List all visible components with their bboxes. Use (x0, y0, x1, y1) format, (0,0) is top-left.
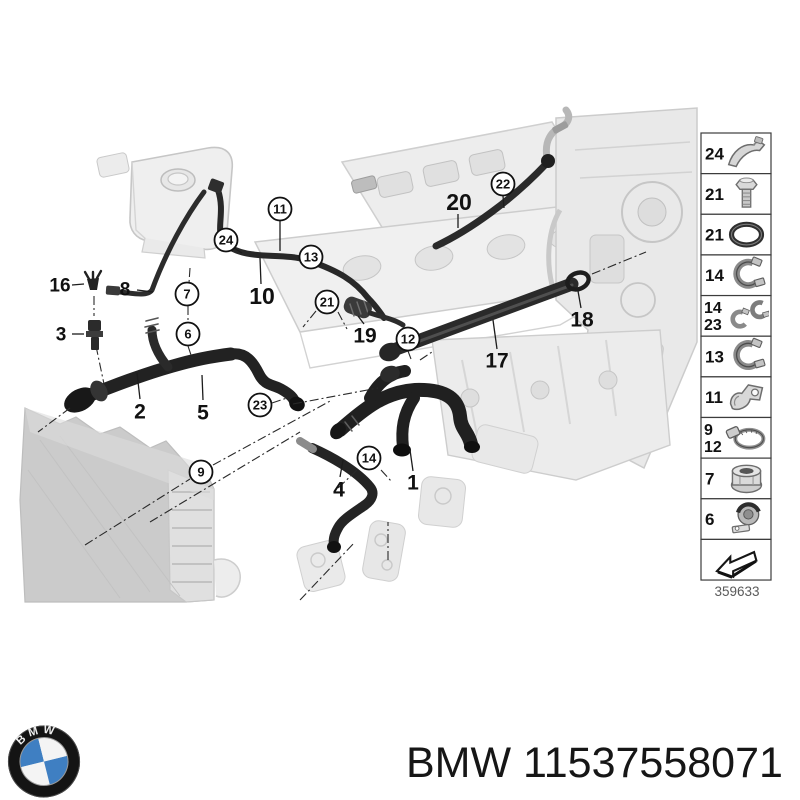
callout-circled-23: 23 (247, 392, 273, 418)
legend-row-21: 21 (700, 173, 772, 215)
callout-circled-24: 24 (213, 227, 239, 253)
legend-number: 14 (705, 266, 724, 285)
hose-4-path (307, 443, 378, 551)
legend-row-7: 7 (700, 457, 772, 500)
hose-2-path (81, 347, 238, 403)
callout-circled-12: 12 (395, 326, 421, 352)
callout-circled-11: 11 (267, 196, 293, 222)
legend-row-6: 6 (700, 498, 772, 541)
callout-label: 22 (496, 177, 510, 192)
legend-row-21: 21 (700, 213, 772, 256)
callout-17: 17 (485, 349, 508, 372)
legend-number: 21 (705, 226, 724, 245)
callout-label: 9 (197, 465, 204, 480)
callout-circled-9: 9 (188, 459, 214, 485)
vent-hose-8-path (117, 189, 207, 297)
hose-2-branch-path (147, 325, 173, 372)
legend-number: 12 (704, 439, 722, 456)
callout-19: 19 (353, 324, 376, 347)
vent-pipe-10-path (215, 187, 371, 301)
legend-row-13: 13 (700, 335, 772, 378)
lower-head-shape (431, 329, 671, 481)
callout-circled-13: 13 (298, 244, 324, 270)
callout-16: 16 (49, 276, 70, 297)
legend-row-direction-arrow (700, 538, 772, 581)
legend-row-24: 24 (700, 132, 772, 175)
legend-number: 7 (705, 469, 714, 488)
callout-5: 5 (197, 401, 209, 424)
callout-label: 14 (362, 451, 377, 466)
callout-label: 24 (219, 233, 234, 248)
callout-circled-6: 6 (175, 321, 201, 347)
callout-circled-7: 7 (174, 281, 200, 307)
callout-18: 18 (570, 308, 594, 331)
callout-circled-14: 14 (356, 445, 382, 471)
leader-lines (71, 195, 582, 478)
callout-20: 20 (446, 189, 472, 215)
thermostat-shape (296, 424, 539, 592)
legend-number: 6 (705, 510, 714, 529)
callout-label: 23 (253, 398, 267, 413)
callout-2: 2 (134, 400, 146, 423)
hose-5-path (225, 348, 301, 409)
legend-number: 14 (704, 300, 722, 317)
legend-number: 9 (704, 422, 713, 439)
callout-1: 1 (407, 471, 419, 494)
sensor-3-shape (86, 320, 103, 350)
callout-label: 21 (320, 295, 334, 310)
callout-label: 6 (184, 327, 191, 342)
expansion-tank-shape (96, 146, 234, 259)
callout-3: 3 (56, 325, 67, 346)
legend-row-11: 11 (700, 376, 772, 419)
faded-engine-art (19, 106, 698, 603)
callout-4: 4 (333, 478, 345, 501)
o-ring-18-shape (565, 270, 591, 292)
part-number-text: BMW 11537558071 (406, 739, 783, 787)
legend-number: 21 (705, 185, 724, 204)
hose-art (64, 154, 591, 553)
callout-8: 8 (120, 280, 131, 301)
legend-row-9-12: 912 (700, 416, 772, 459)
sensor-16-shape (83, 269, 103, 290)
legend-number: 23 (704, 317, 722, 334)
clamp-22-shape (552, 121, 569, 134)
construction-lines (37, 251, 647, 601)
bmw-logo: BMW (6, 720, 82, 800)
callout-layer: 24 11 13 7 6 21 12 22 23 9 14 16 8 3 2 5 10 19 17 18 20 4 1 (49, 171, 594, 501)
nut-icon (730, 464, 763, 494)
callout-circled-22: 22 (490, 171, 516, 197)
callout-circled-21: 21 (314, 289, 340, 315)
radiator-shape (19, 407, 241, 603)
hose-1-group (330, 365, 480, 457)
legend-number: 11 (705, 388, 723, 407)
legend-row-14: 14 (700, 254, 772, 297)
callout-label: 11 (273, 202, 287, 217)
callout-label: 7 (183, 287, 190, 302)
legend-number: 24 (705, 144, 724, 163)
callout-label: 13 (304, 250, 318, 265)
callout-label: 12 (401, 332, 415, 347)
pipe-20-path (432, 160, 550, 250)
legend-number: 13 (705, 348, 724, 367)
legend-footnote: 359633 (714, 584, 759, 599)
callout-10: 10 (249, 283, 275, 309)
